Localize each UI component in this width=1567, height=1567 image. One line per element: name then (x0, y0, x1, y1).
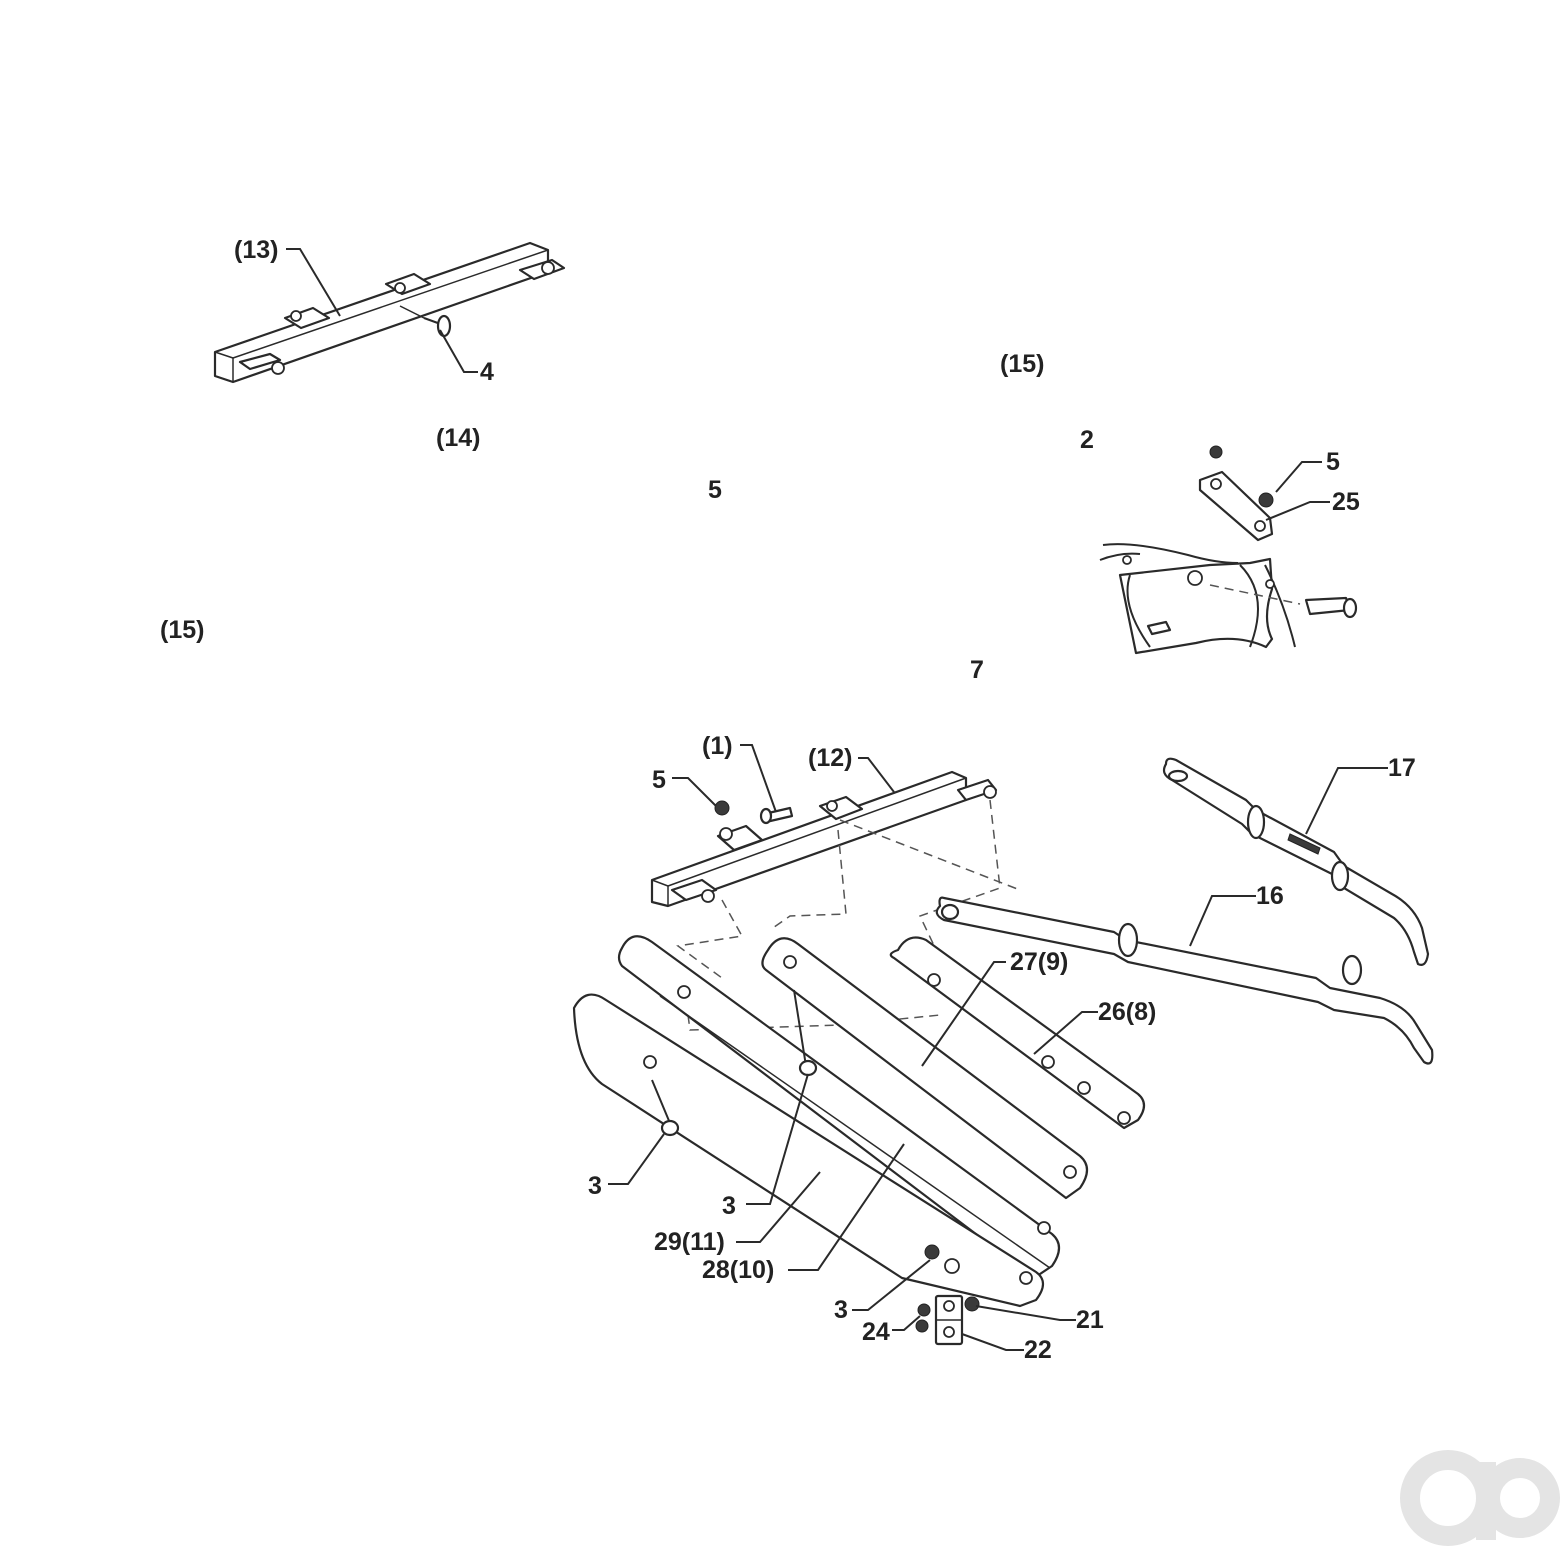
label-17: 17 (1388, 754, 1416, 782)
label-3-left: 3 (588, 1172, 602, 1200)
drawbar-16 (935, 896, 1434, 1065)
label-25: 25 (1332, 488, 1360, 516)
label-27-9: 27(9) (1010, 948, 1068, 976)
upper-hitch-bar (213, 241, 566, 384)
plate-27 (761, 937, 1089, 1200)
label-15-left: (15) (160, 616, 204, 644)
label-7: 7 (970, 656, 984, 684)
label-1: (1) (702, 732, 733, 760)
label-29-11: 29(11) (654, 1228, 725, 1256)
label-3-middle: 3 (722, 1192, 736, 1220)
label-15-right: (15) (1000, 350, 1044, 378)
bolts-3 (651, 989, 940, 1260)
label-26-8: 26(8) (1098, 998, 1156, 1026)
label-5-middle: 5 (708, 476, 722, 504)
label-2: 2 (1080, 426, 1094, 454)
plate-28 (617, 935, 1061, 1280)
label-4: 4 (480, 358, 494, 386)
label-16: 16 (1256, 882, 1284, 910)
leader-lines (286, 248, 1388, 1351)
label-12: (12) (808, 744, 852, 772)
plate-26 (889, 936, 1146, 1130)
label-5-lower: 5 (652, 766, 666, 794)
label-13: (13) (234, 236, 278, 264)
label-28-10: 28(10) (702, 1256, 774, 1284)
ao-logo-icon (1400, 1450, 1560, 1546)
label-14: (14) (436, 424, 480, 452)
bracket-22 (915, 1294, 980, 1346)
label-3-bottom: 3 (834, 1296, 848, 1324)
drawbar-17 (1162, 757, 1430, 966)
plate-29 (572, 993, 1045, 1308)
label-5-right: 5 (1326, 448, 1340, 476)
upper-right-bracket (1099, 445, 1358, 655)
label-24: 24 (862, 1318, 890, 1346)
label-21: 21 (1076, 1306, 1104, 1334)
callout-labels: (13) 4 (14) (15) 2 5 25 5 (15) 7 (1) (12… (160, 236, 1416, 1364)
label-22: 22 (1024, 1336, 1052, 1364)
lower-hitch-bar (650, 770, 998, 908)
